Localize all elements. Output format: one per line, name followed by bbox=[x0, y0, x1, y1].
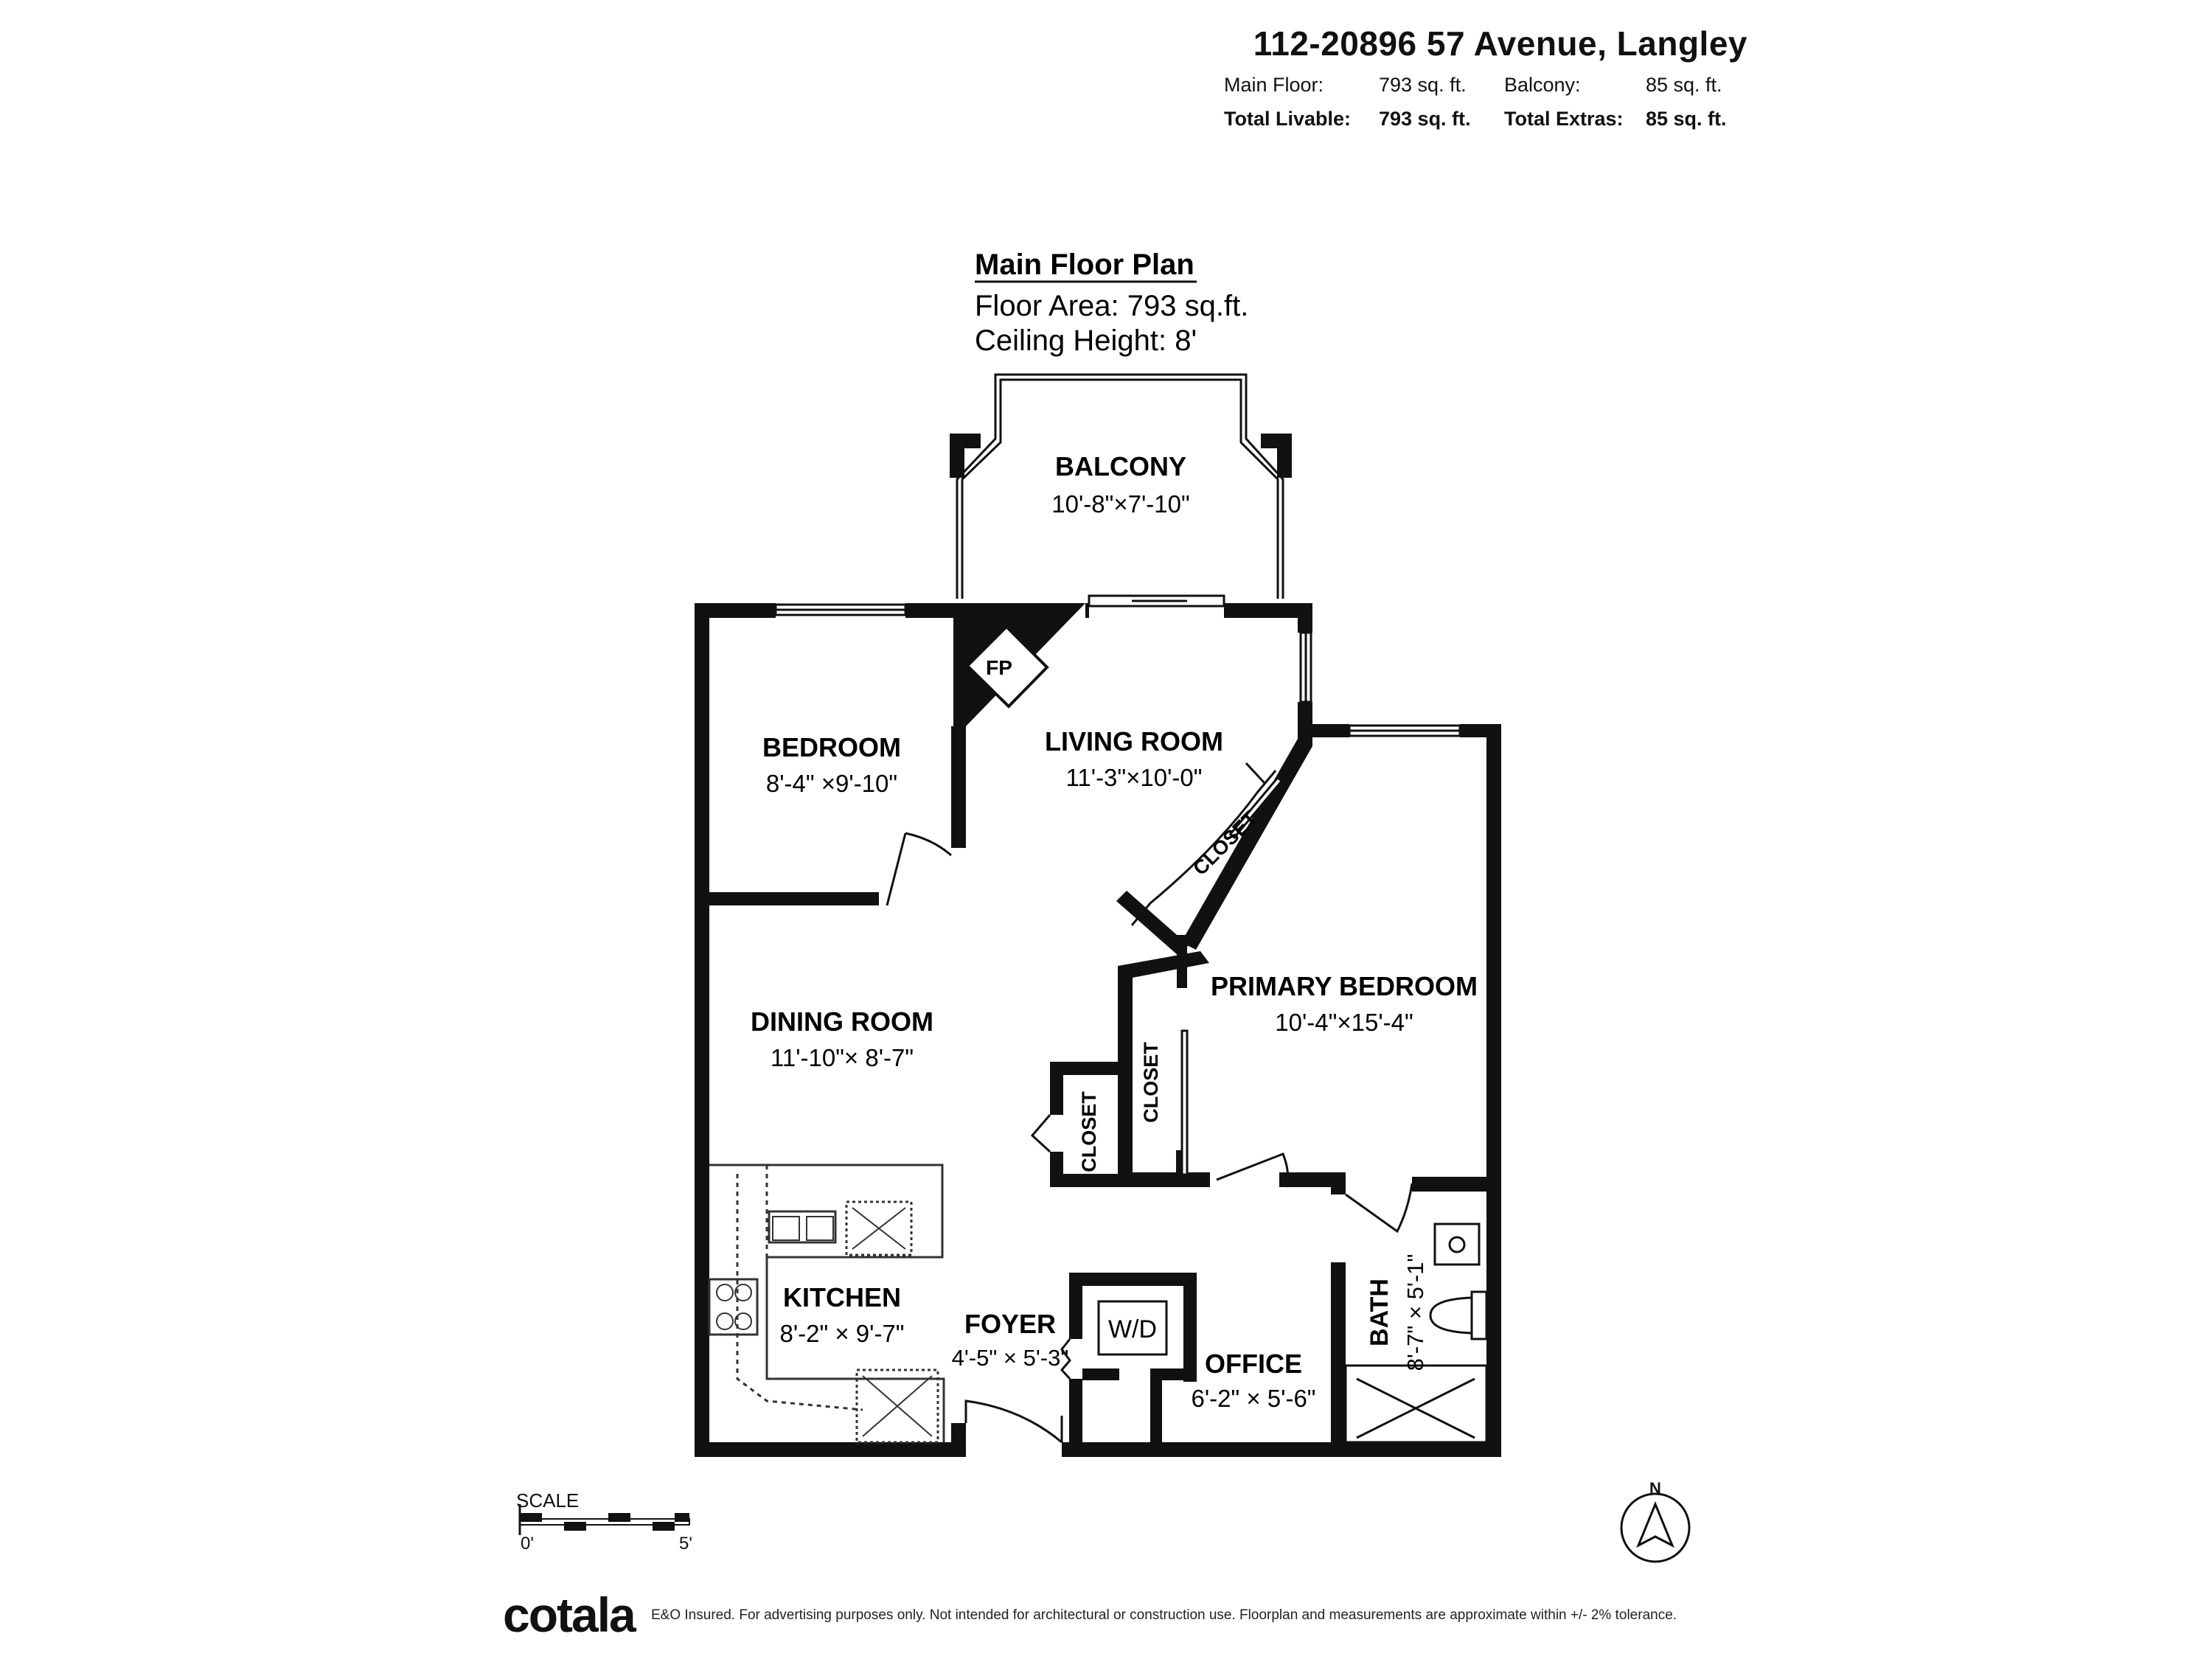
north-compass-icon: N bbox=[1620, 1479, 1691, 1563]
plan-title: Main Floor Plan bbox=[975, 248, 1194, 281]
primary-bedroom-label: PRIMARY BEDROOM bbox=[1211, 971, 1478, 1001]
office-label: OFFICE bbox=[1205, 1349, 1302, 1379]
wd-label: W/D bbox=[1108, 1315, 1157, 1343]
main-floor-value: 793 sq. ft. bbox=[1379, 74, 1467, 96]
sink-icon bbox=[772, 1207, 933, 1437]
balcony-value: 85 sq. ft. bbox=[1646, 74, 1722, 96]
ceiling-height-text: Ceiling Height: 8' bbox=[975, 324, 1197, 357]
compass-north-label: N bbox=[1649, 1479, 1661, 1498]
total-extras-value: 85 sq. ft. bbox=[1646, 108, 1727, 130]
dining-room-dims: 11'-10"× 8'-7" bbox=[771, 1044, 914, 1071]
bath-dims: 8'-7" × 5'-1" bbox=[1402, 1254, 1428, 1371]
balcony-label: BALCONY bbox=[1055, 451, 1186, 481]
kitchen-counters bbox=[708, 1164, 945, 1444]
office-dims: 6'-2" × 5'-6" bbox=[1191, 1385, 1315, 1412]
balcony-dims: 10'-8"×7'-10" bbox=[1051, 490, 1189, 518]
property-address: 112-20896 57 Avenue, Langley bbox=[1253, 24, 1747, 63]
closet-primary-label: CLOSET bbox=[1140, 1042, 1162, 1123]
windows bbox=[774, 594, 1461, 737]
main-floor-label: Main Floor: bbox=[1224, 74, 1324, 96]
balcony-outline bbox=[956, 373, 1284, 599]
brand-logo: cotala bbox=[503, 1587, 636, 1642]
bath-label: BATH bbox=[1366, 1279, 1394, 1346]
primary-bedroom-dims: 10'-4"×15'-4" bbox=[1275, 1009, 1413, 1036]
total-extras-label: Total Extras: bbox=[1504, 108, 1624, 130]
stove-icon bbox=[716, 1284, 752, 1330]
bedroom-label: BEDROOM bbox=[762, 732, 901, 762]
floor-area-text: Floor Area: 793 sq.ft. bbox=[975, 290, 1248, 322]
kitchen-label: KITCHEN bbox=[783, 1282, 901, 1312]
living-room-dims: 11'-3"×10'-0" bbox=[1066, 764, 1203, 791]
scale-start: 0' bbox=[521, 1534, 534, 1554]
balcony-posts bbox=[950, 434, 1292, 478]
area-summary: Main Floor: 793 sq. ft. Balcony: 85 sq. … bbox=[1224, 74, 1747, 142]
bath-fixtures bbox=[1344, 1222, 1488, 1444]
living-room-label: LIVING ROOM bbox=[1045, 726, 1223, 757]
fireplace-label: FP bbox=[986, 656, 1012, 679]
foyer-dims: 4'-5" × 5'-3" bbox=[952, 1345, 1069, 1371]
bedroom-dims: 8'-4" ×9'-10" bbox=[766, 770, 897, 797]
balcony-label: Balcony: bbox=[1504, 74, 1581, 96]
kitchen-dims: 8'-2" × 9'-7" bbox=[779, 1320, 904, 1347]
scale-bar bbox=[518, 1504, 690, 1535]
washer-dryer bbox=[1097, 1300, 1168, 1356]
scale-end: 5' bbox=[679, 1534, 692, 1554]
dining-room-label: DINING ROOM bbox=[751, 1006, 933, 1037]
fireplace: FP bbox=[965, 625, 1049, 709]
doors bbox=[886, 762, 1413, 1444]
closet-doors bbox=[1180, 776, 1284, 1176]
scale-label: SCALE bbox=[516, 1489, 580, 1512]
total-livable-label: Total Livable: bbox=[1224, 108, 1352, 130]
disclaimer-text: E&O Insured. For advertising purposes on… bbox=[651, 1607, 1677, 1623]
total-livable-value: 793 sq. ft. bbox=[1379, 108, 1471, 130]
closet-dining-label: CLOSET bbox=[1078, 1091, 1100, 1172]
foyer-label: FOYER bbox=[964, 1309, 1056, 1339]
